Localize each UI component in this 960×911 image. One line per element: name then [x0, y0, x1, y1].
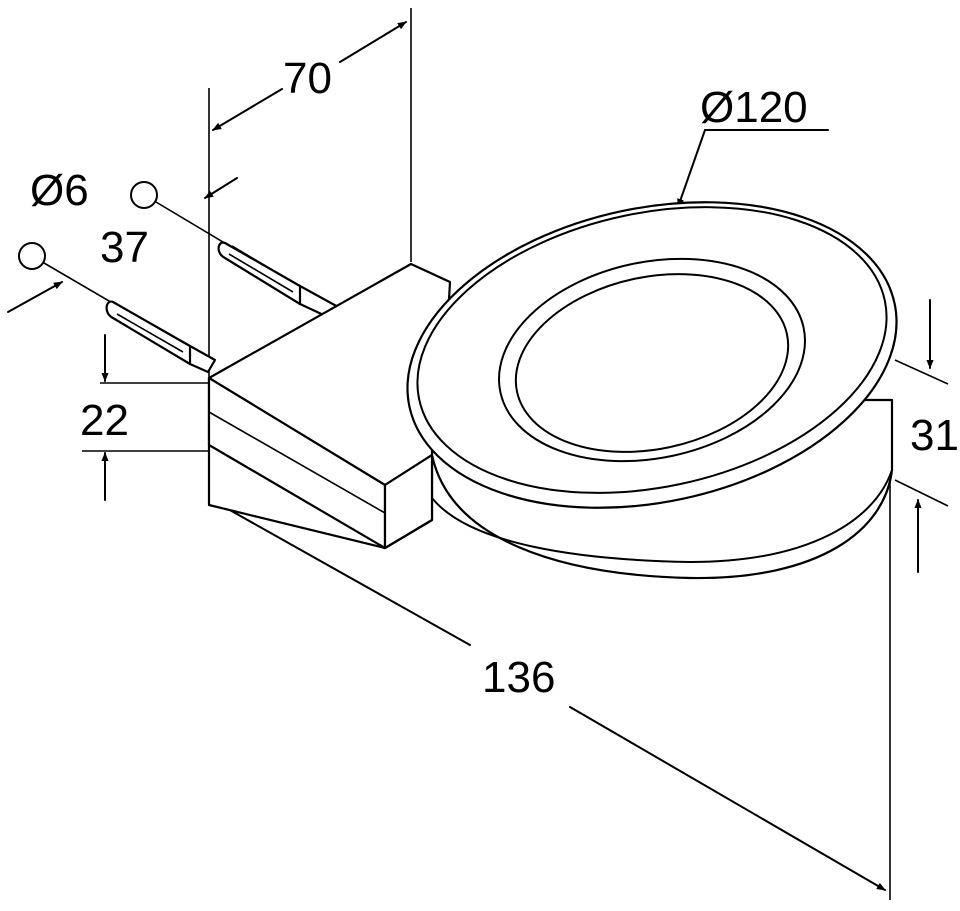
screw-hole-circle-upper	[130, 181, 158, 209]
screw-hole-circle-lower	[18, 242, 46, 270]
soap-dish	[406, 201, 898, 580]
dimension-70: 70	[212, 21, 407, 131]
dimension-diameter-120-label: Ø120	[700, 83, 808, 132]
dimension-31-label: 31	[910, 411, 959, 460]
holder-body	[207, 262, 452, 550]
dimension-37-label: 37	[100, 223, 149, 272]
dimension-70-label: 70	[283, 54, 332, 103]
wall-plug-upper	[217, 241, 342, 320]
dimension-136: 136	[211, 499, 886, 891]
dimension-136-label: 136	[482, 653, 555, 702]
dimension-diameter-6: Ø6 37	[7, 166, 238, 313]
dimension-diameter-6-label: Ø6	[30, 166, 89, 215]
wall-plug-lower	[105, 300, 217, 374]
dimension-22-label: 22	[80, 396, 129, 445]
dimension-31: 31	[910, 299, 959, 573]
dimension-22: 22	[80, 334, 129, 501]
dimension-diameter-120: Ø120	[677, 83, 829, 208]
